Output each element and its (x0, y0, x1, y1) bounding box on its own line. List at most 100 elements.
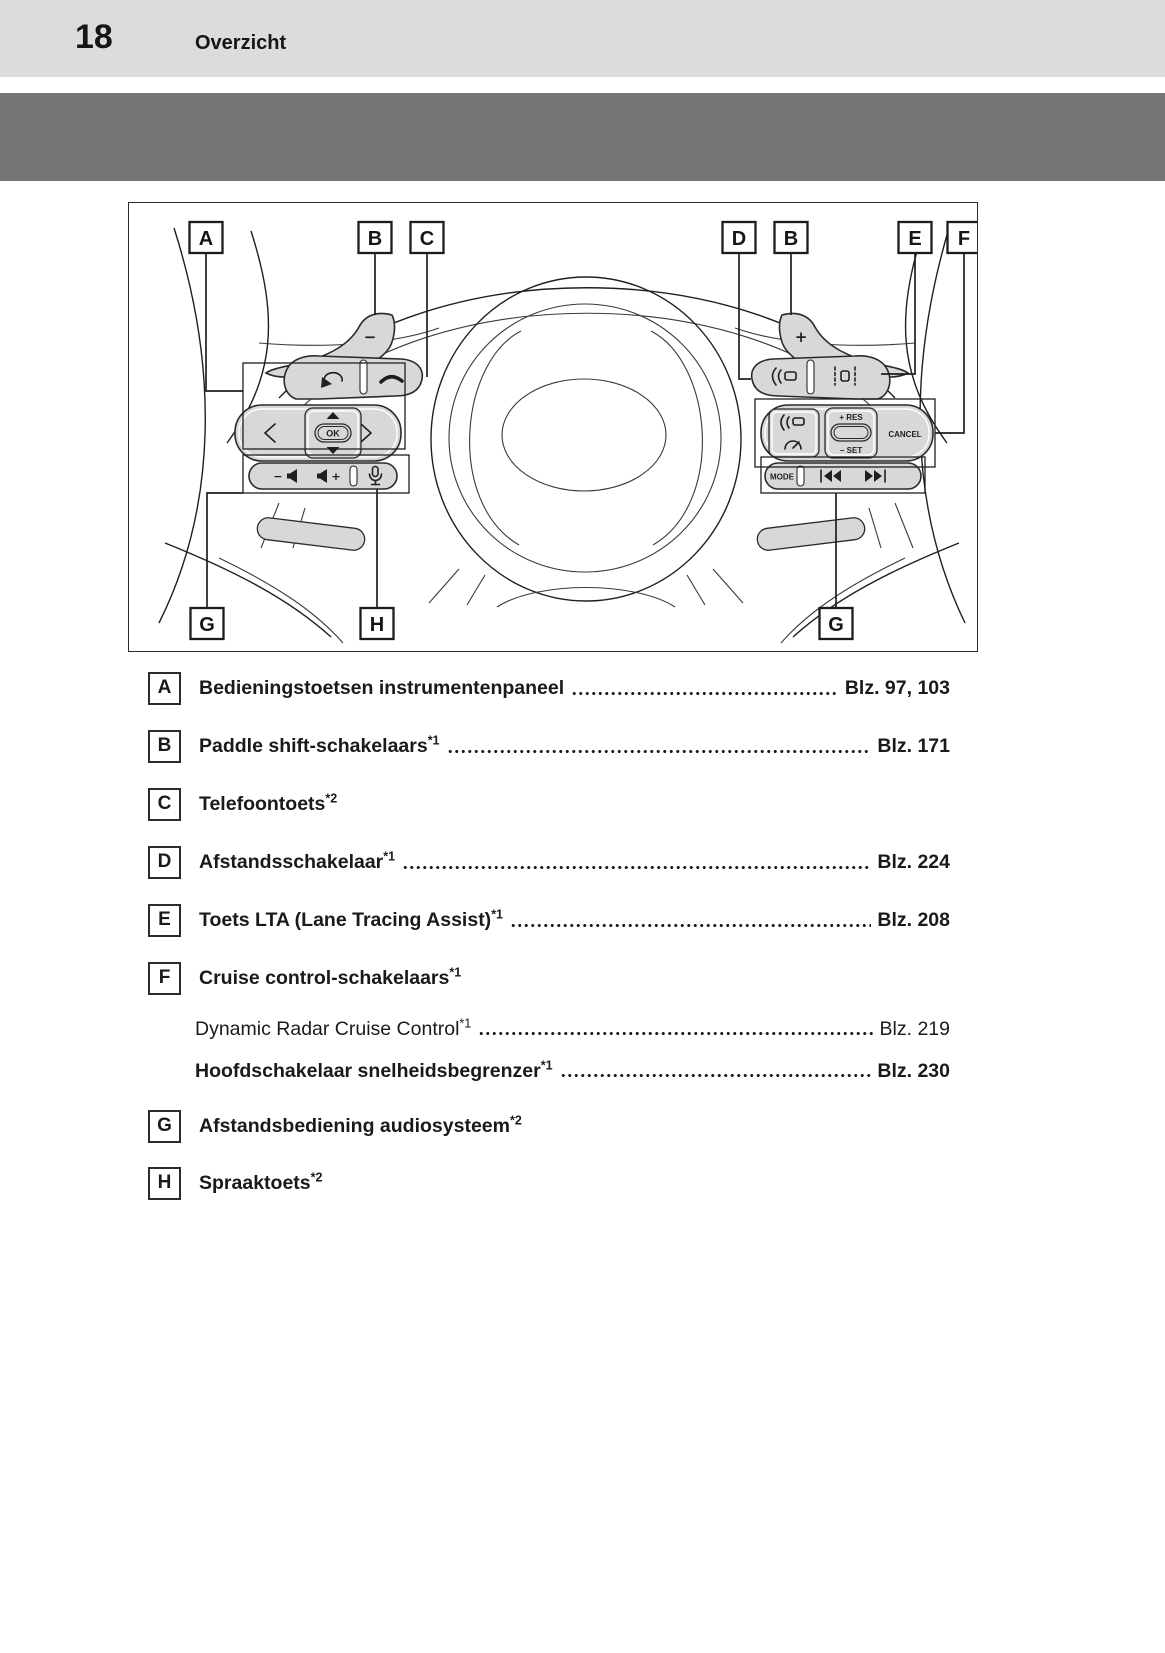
legend-row-a: A Bedieningstoetsen instrumentenpaneel B… (148, 671, 950, 705)
callout-box-G2: G (818, 606, 854, 641)
button-divider (359, 359, 368, 395)
bracket-left-cluster (242, 362, 406, 450)
legend-key-g: G (148, 1109, 181, 1143)
legend-label: Toets LTA (Lane Tracing Assist)*1 (199, 907, 504, 931)
legend-page-ref: Blz. 219 (879, 1018, 950, 1040)
callout-lines (205, 253, 965, 608)
callout-box-B2: B (773, 220, 809, 255)
legend-row-h: H Spraaktoets*2 (148, 1166, 950, 1200)
callout-boxes-bottom: G H G (189, 606, 854, 641)
arrow-left-button (263, 423, 276, 443)
footnote-marker: *1 (427, 733, 440, 747)
footnote-marker: *2 (325, 791, 338, 805)
legend-row-g: G Afstandsbediening audiosysteem*2 (148, 1109, 950, 1143)
legend-row-d: D Afstandsschakelaar*1 Blz. 224 (148, 845, 950, 879)
legend-subrow-drcc: Dynamic Radar Cruise Control*1 Blz. 219 (195, 1016, 950, 1043)
svg-text:B: B (784, 228, 798, 250)
footnote-marker: *2 (310, 1170, 323, 1184)
legend-key-h: H (148, 1166, 181, 1200)
svg-text:D: D (732, 228, 746, 250)
button-divider (806, 359, 815, 395)
callout-box-D: D (721, 220, 757, 255)
figure-frame: − + (128, 202, 978, 652)
left-bottom-button-group: − + (248, 462, 398, 490)
drcc-icon (780, 414, 805, 431)
dot-leader (478, 1031, 874, 1036)
lta-icon (834, 366, 856, 386)
legend-key-c: C (148, 787, 181, 821)
footnote-marker: *1 (540, 1058, 553, 1073)
callout-box-H: H (359, 606, 395, 641)
legend-key-a: A (148, 671, 181, 705)
svg-text:C: C (420, 228, 434, 250)
bracket-left-audio (242, 454, 410, 494)
thumb-rest-left (256, 517, 366, 551)
section-band (0, 93, 1165, 181)
dot-leader (446, 749, 872, 754)
svg-text:F: F (958, 228, 970, 250)
drcc-mode-pad (768, 408, 820, 458)
right-mid-button-group: + RES − SET CANCEL (760, 404, 934, 462)
ok-label: OK (326, 429, 340, 439)
legend-subrow-limiter: Hoofdschakelaar snelheidsbegrenzer*1 Blz… (195, 1058, 950, 1085)
footnote-marker: *2 (509, 1113, 522, 1127)
callout-box-C: C (409, 220, 445, 255)
phone-icon (379, 374, 404, 384)
legend-key-f: F (148, 961, 181, 995)
dot-leader (510, 923, 872, 928)
legend-page-ref: Blz. 97, 103 (844, 676, 950, 699)
legend-row-f: F Cruise control-schakelaars*1 (148, 961, 950, 995)
mode-button: MODE (770, 473, 795, 482)
thumb-rest-right (756, 517, 866, 551)
seek-back-icon (820, 469, 841, 483)
callout-box-G1: G (189, 606, 225, 641)
svg-text:G: G (199, 614, 215, 636)
right-bottom-button-group: MODE (764, 462, 922, 490)
section-title: Overzicht (195, 32, 287, 54)
legend-label: Afstandsschakelaar*1 (199, 849, 396, 873)
svg-text:A: A (199, 228, 213, 250)
callout-box-F: F (946, 220, 977, 255)
svg-text:−: − (273, 470, 282, 483)
left-top-button-group (283, 355, 424, 400)
dot-leader (402, 865, 872, 870)
legend-label: Hoofdschakelaar snelheidsbegrenzer*1 (195, 1058, 553, 1082)
svg-text:H: H (370, 614, 384, 636)
res-label: + RES (839, 413, 863, 422)
legend-label: Bedieningstoetsen instrumentenpaneel (199, 676, 565, 699)
button-divider (796, 465, 805, 487)
steering-wheel-diagram: − + (158, 220, 977, 644)
bracket-right-audio (760, 456, 926, 494)
legend-page-ref: Blz. 171 (877, 734, 950, 757)
svg-text:B: B (368, 228, 382, 250)
callout-box-E: E (897, 220, 933, 255)
callout-box-B: B (357, 220, 393, 255)
set-label: − SET (840, 446, 863, 455)
legend: A Bedieningstoetsen instrumentenpaneel B… (148, 671, 950, 1226)
up-arrow-icon (326, 412, 340, 419)
arrow-right-button (360, 423, 373, 443)
paddle-minus-label: − (364, 328, 377, 346)
legend-page-ref: Blz. 230 (877, 1060, 950, 1082)
legend-label: Spraaktoets*2 (199, 1170, 323, 1194)
callout-box-A: A (188, 220, 224, 255)
distance-switch-icon (771, 367, 797, 386)
right-top-button-group (750, 355, 891, 400)
callout-boxes-top: A B C D B E F (188, 220, 977, 255)
back-icon (321, 371, 343, 388)
footnote-marker: *1 (491, 907, 504, 921)
page-header: 18 Overzicht (0, 0, 1165, 77)
seek-forward-icon (865, 469, 886, 483)
res-set-rocker: + RES − SET (824, 407, 878, 459)
svg-text:+: + (331, 470, 340, 483)
microphone-icon (368, 465, 383, 486)
speed-limiter-icon (784, 440, 802, 450)
footnote-marker: *1 (449, 965, 462, 979)
legend-label: Telefoontoets*2 (199, 791, 338, 815)
footnote-marker: *1 (459, 1016, 472, 1031)
legend-label: Dynamic Radar Cruise Control*1 (195, 1016, 472, 1040)
volume-down-icon: − (273, 469, 297, 483)
button-divider (349, 465, 358, 487)
legend-label: Paddle shift-schakelaars*1 (199, 733, 440, 757)
cancel-button: CANCEL (888, 430, 921, 439)
